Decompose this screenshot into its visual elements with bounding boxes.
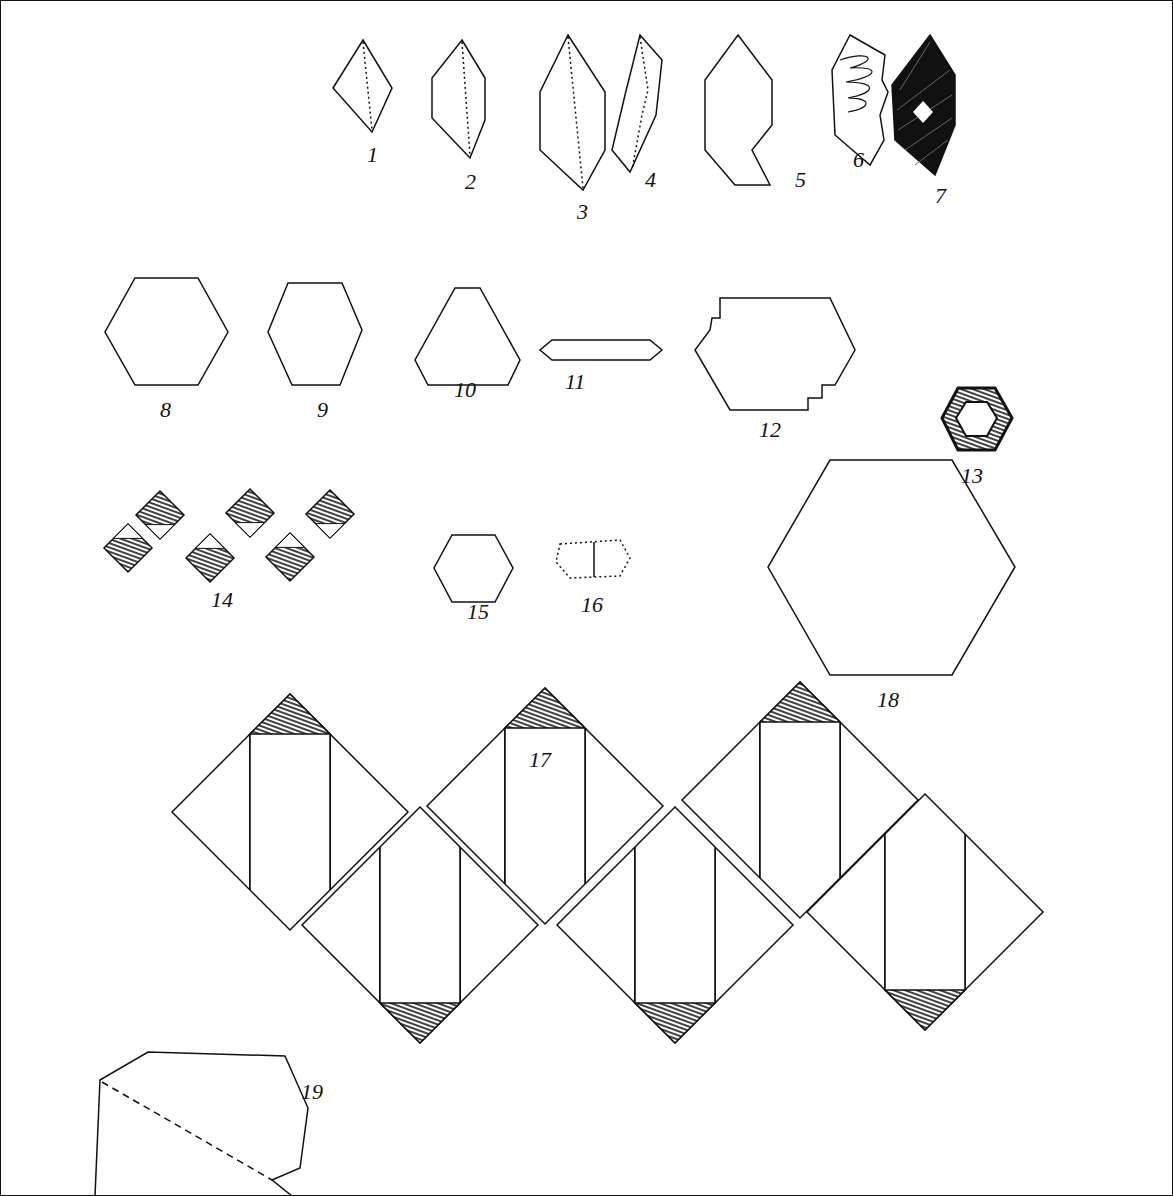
figure-number: 10 xyxy=(454,379,476,401)
net-edge xyxy=(329,734,331,890)
net-cap xyxy=(635,1003,715,1043)
chain-crystal xyxy=(226,489,274,537)
chain-facet xyxy=(236,523,265,537)
net-square xyxy=(557,807,793,1043)
figure-number: 9 xyxy=(317,399,328,421)
figure-number: 15 xyxy=(467,601,489,623)
figure-number: 1 xyxy=(367,144,378,166)
net-edge xyxy=(459,847,461,1003)
net-cap xyxy=(885,990,965,1030)
chain-crystal xyxy=(306,490,354,538)
figure-number: 14 xyxy=(211,589,233,611)
net-cap xyxy=(505,688,585,728)
net-edge xyxy=(884,834,886,990)
chain-facet xyxy=(276,533,305,547)
chain-crystal xyxy=(266,533,314,581)
chain-crystal xyxy=(186,534,234,582)
net-cap xyxy=(380,1003,460,1043)
chain-facet xyxy=(196,534,225,548)
figure-number: 12 xyxy=(759,419,781,441)
figure-number: 2 xyxy=(465,171,476,193)
figure-number: 19 xyxy=(301,1081,323,1103)
net-edge xyxy=(379,847,381,1003)
net-edge xyxy=(249,734,251,890)
chain-facet xyxy=(114,524,143,538)
net-square xyxy=(302,807,538,1043)
figure-number: 16 xyxy=(581,594,603,616)
chain-facet xyxy=(146,525,175,539)
net-cap xyxy=(250,694,330,734)
net-square xyxy=(807,794,1043,1030)
net-edge xyxy=(964,834,966,990)
figure-number: 11 xyxy=(565,371,585,393)
figure-number: 7 xyxy=(935,185,946,207)
net-edge xyxy=(634,847,636,1003)
net-edge xyxy=(759,722,761,878)
figure-number: 4 xyxy=(645,169,656,191)
figure-number: 18 xyxy=(877,689,899,711)
net-edge xyxy=(584,728,586,884)
net-edge xyxy=(714,847,716,1003)
figure-number: 6 xyxy=(853,149,864,171)
net-cap xyxy=(760,682,840,722)
figure-number: 8 xyxy=(160,399,171,421)
figure-number: 5 xyxy=(795,169,806,191)
net-edge xyxy=(839,722,841,878)
chain-facet xyxy=(316,524,345,538)
figure-number: 17 xyxy=(529,749,551,771)
chain-crystal xyxy=(104,524,152,572)
figure-number: 13 xyxy=(961,465,983,487)
chain-crystal xyxy=(136,491,184,539)
figure-number: 3 xyxy=(577,201,588,223)
net-edge xyxy=(504,728,506,884)
